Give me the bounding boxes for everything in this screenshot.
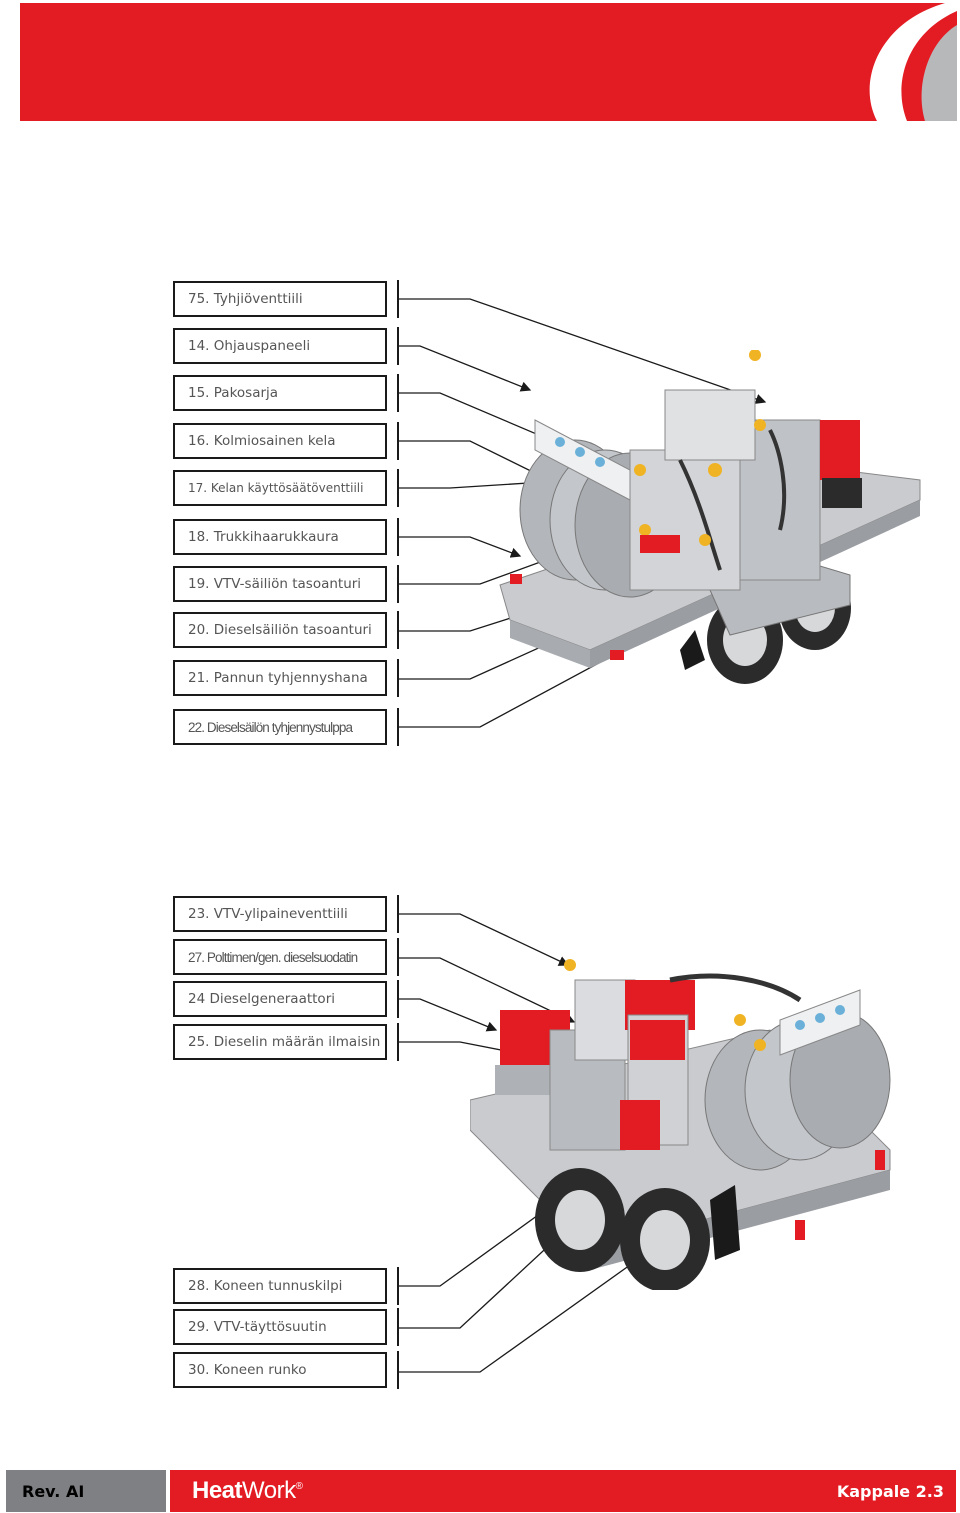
label-machine-nameplate: 28. Koneen tunnuskilpi [173, 1268, 387, 1304]
label-bracket [397, 565, 399, 603]
label-boiler-drain-tap: 21. Pannun tyhjennyshana [173, 660, 387, 696]
label-diesel-level-indicator: 25. Dieselin määrän ilmaisin [173, 1024, 387, 1060]
label-bracket [397, 1023, 399, 1061]
revision-label: Rev. AI [6, 1470, 166, 1512]
label-bracket [397, 1267, 399, 1305]
label-three-part-reel: 16. Kolmiosainen kela [173, 423, 387, 459]
section-number: Kappale 2.3 [836, 1482, 944, 1501]
machine-illustration-front [470, 959, 891, 1290]
label-bracket [397, 280, 399, 318]
label-bracket [397, 374, 399, 412]
label-diesel-filter: 27. Polttimen/gen. dieselsuodatin [173, 939, 387, 975]
heatwork-swoosh-logo [869, 3, 957, 121]
label-vtv-filling-nozzle: 29. VTV-täyttösuutin [173, 1309, 387, 1345]
label-diesel-generator: 24 Dieselgeneraattori [173, 981, 387, 1017]
label-bracket [397, 980, 399, 1018]
label-vacuum-valve: 75. Tyhjiöventtiili [173, 281, 387, 317]
machine-illustration-rear [499, 350, 921, 684]
label-bracket [397, 469, 399, 507]
label-vtv-overpressure-valve: 23. VTV-ylipaineventtiili [173, 896, 387, 932]
heatwork-logo: HeatWork® [192, 1477, 303, 1504]
top-banner [20, 3, 957, 121]
footer-brand-bar: HeatWork® Kappale 2.3 [170, 1470, 956, 1512]
label-machine-frame: 30. Koneen runko [173, 1352, 387, 1388]
label-bracket [397, 611, 399, 649]
label-exhaust-manifold: 15. Pakosarja [173, 375, 387, 411]
label-bracket [397, 1308, 399, 1346]
label-bracket [397, 895, 399, 933]
label-control-panel: 14. Ohjauspaneeli [173, 328, 387, 364]
label-bracket [397, 938, 399, 976]
label-bracket [397, 518, 399, 556]
label-forklift-pockets: 18. Trukkihaarukkaura [173, 519, 387, 555]
label-reel-control-valve: 17. Kelan käyttösäätöventtiili [173, 470, 387, 506]
page-footer: Rev. AI HeatWork® Kappale 2.3 [6, 1470, 956, 1512]
label-diesel-tank-drain-plug: 22. Dieselsäilön tyhjennystulppa [173, 709, 387, 745]
label-bracket [397, 708, 399, 746]
label-bracket [397, 1351, 399, 1389]
label-bracket [397, 327, 399, 365]
label-bracket [397, 659, 399, 697]
label-vtv-tank-level-sensor: 19. VTV-säiliön tasoanturi [173, 566, 387, 602]
label-bracket [397, 422, 399, 460]
label-diesel-tank-level-sensor: 20. Dieselsäiliön tasoanturi [173, 612, 387, 648]
